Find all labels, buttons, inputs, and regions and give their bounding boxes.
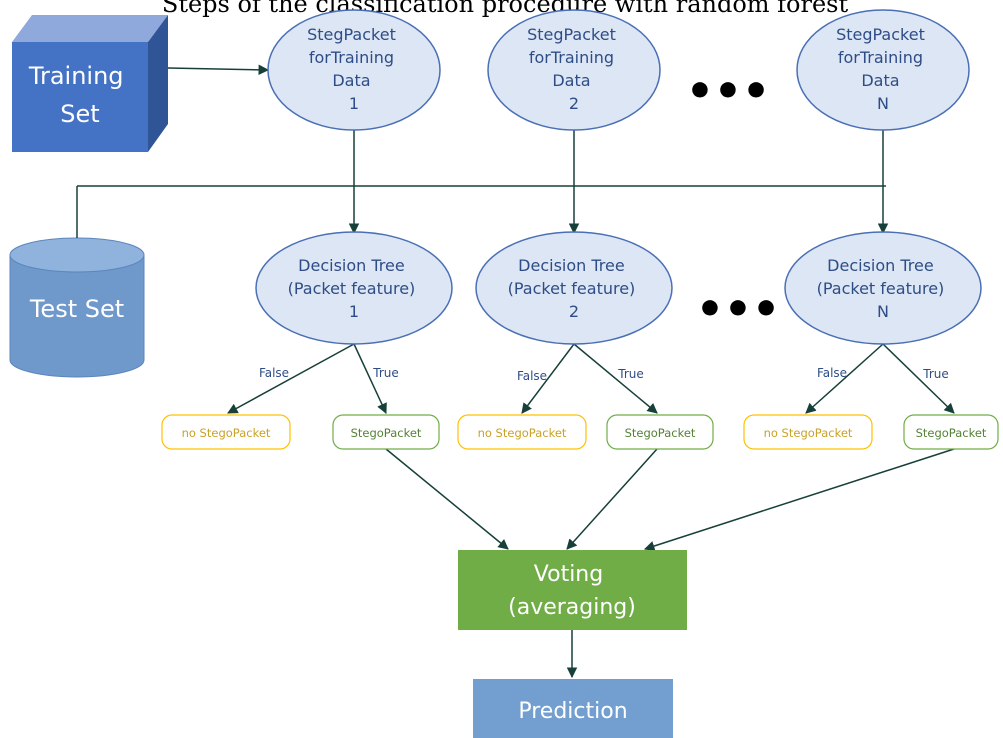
svg-text:StegPacket forTraining: StegPacket forTraining Data 1 (307, 25, 401, 113)
packet-1-line3: Data (332, 71, 370, 90)
branch-true-2: True (617, 367, 644, 381)
leaf-no-stego-1: no StegoPacket (161, 414, 291, 450)
packet-2-line4: 2 (569, 94, 579, 113)
decision-tree-2: Decision Tree (Packet feature) 2 (475, 231, 673, 345)
tree-2-line2: (Packet feature) (508, 279, 636, 298)
svg-text:Decision Tree (Packet fe: Decision Tree (Packet feature) 2 (508, 256, 641, 321)
packet-ellipse-n: StegPacket forTraining Data N (796, 9, 970, 131)
tree-2-line1: Decision Tree (518, 256, 625, 275)
packet-1-line1: StegPacket (307, 25, 396, 44)
prediction-label: Prediction (518, 699, 627, 724)
leaf-no-stego-2-label: no StegoPacket (478, 426, 567, 440)
voting-label-line2: (averaging) (508, 595, 636, 620)
ellipsis-middle: ••• (696, 284, 780, 335)
test-set-label: Test Set (29, 295, 124, 323)
packet-2-line3: Data (552, 71, 590, 90)
decision-tree-n: Decision Tree (Packet feature) N (784, 231, 982, 345)
branch-false-2: False (517, 369, 547, 383)
leaf-no-stego-2: no StegoPacket (457, 414, 587, 450)
svg-text:StegPacket forTraining: StegPacket forTraining Data 2 (527, 25, 621, 113)
packet-ellipse-1: StegPacket forTraining Data 1 (267, 9, 441, 131)
training-set-cube: Training Set (12, 15, 168, 152)
tree-n-line1: Decision Tree (827, 256, 934, 275)
packet-1-line4: 1 (349, 94, 359, 113)
tree-n-line2: (Packet feature) (817, 279, 945, 298)
branch-true-1: True (372, 366, 399, 380)
leaf-stego-2: StegoPacket (606, 414, 714, 450)
decision-tree-1: Decision Tree (Packet feature) 1 (255, 231, 453, 345)
packet-2-line2: forTraining (529, 48, 614, 67)
leaf-stego-2-label: StegoPacket (625, 426, 696, 440)
tree-1-line2: (Packet feature) (288, 279, 416, 298)
packet-1-line2: forTraining (309, 48, 394, 67)
leaf-no-stego-1-label: no StegoPacket (182, 426, 271, 440)
voting-label-line1: Voting (534, 562, 603, 587)
packet-n-line1: StegPacket (836, 25, 925, 44)
tree-2-line3: 2 (569, 302, 579, 321)
leaf-no-stego-n: no StegoPacket (743, 414, 873, 450)
tree-n-line3: N (877, 302, 889, 321)
figure-caption: Steps of the classification procedure wi… (162, 0, 849, 18)
training-set-label-line2: Set (60, 100, 99, 128)
packet-n-line4: N (877, 94, 889, 113)
branch-false-n: False (817, 366, 847, 380)
packet-2-line1: StegPacket (527, 25, 616, 44)
svg-text:Training Set: Training Set (28, 62, 131, 128)
packet-n-line2: forTraining (838, 48, 923, 67)
leaf-stego-n: StegoPacket (903, 414, 999, 450)
leaf-stego-1-label: StegoPacket (351, 426, 422, 440)
svg-text:Decision Tree (Packet fe: Decision Tree (Packet feature) N (817, 256, 950, 321)
prediction-box: Prediction (473, 679, 673, 738)
training-set-label-line1: Training (28, 62, 124, 90)
ellipsis-top: ••• (686, 66, 770, 117)
packet-ellipse-2: StegPacket forTraining Data 2 (487, 9, 661, 131)
connectors (76, 64, 955, 679)
branch-false-1: False (259, 366, 289, 380)
leaf-stego-1: StegoPacket (332, 414, 440, 450)
svg-text:StegPacket forTraining: StegPacket forTraining Data N (836, 25, 930, 113)
svg-text:Voting (averaging): Voting (averaging) (508, 562, 636, 620)
svg-text:Decision Tree (Packet fe: Decision Tree (Packet feature) 1 (288, 256, 421, 321)
test-set-cylinder: Test Set (9, 237, 145, 378)
packet-n-line3: Data (861, 71, 899, 90)
tree-1-line1: Decision Tree (298, 256, 405, 275)
leaf-stego-n-label: StegoPacket (916, 426, 987, 440)
voting-box: Voting (averaging) (458, 550, 687, 630)
leaf-no-stego-n-label: no StegoPacket (764, 426, 853, 440)
tree-1-line3: 1 (349, 302, 359, 321)
branch-true-n: True (922, 367, 949, 381)
